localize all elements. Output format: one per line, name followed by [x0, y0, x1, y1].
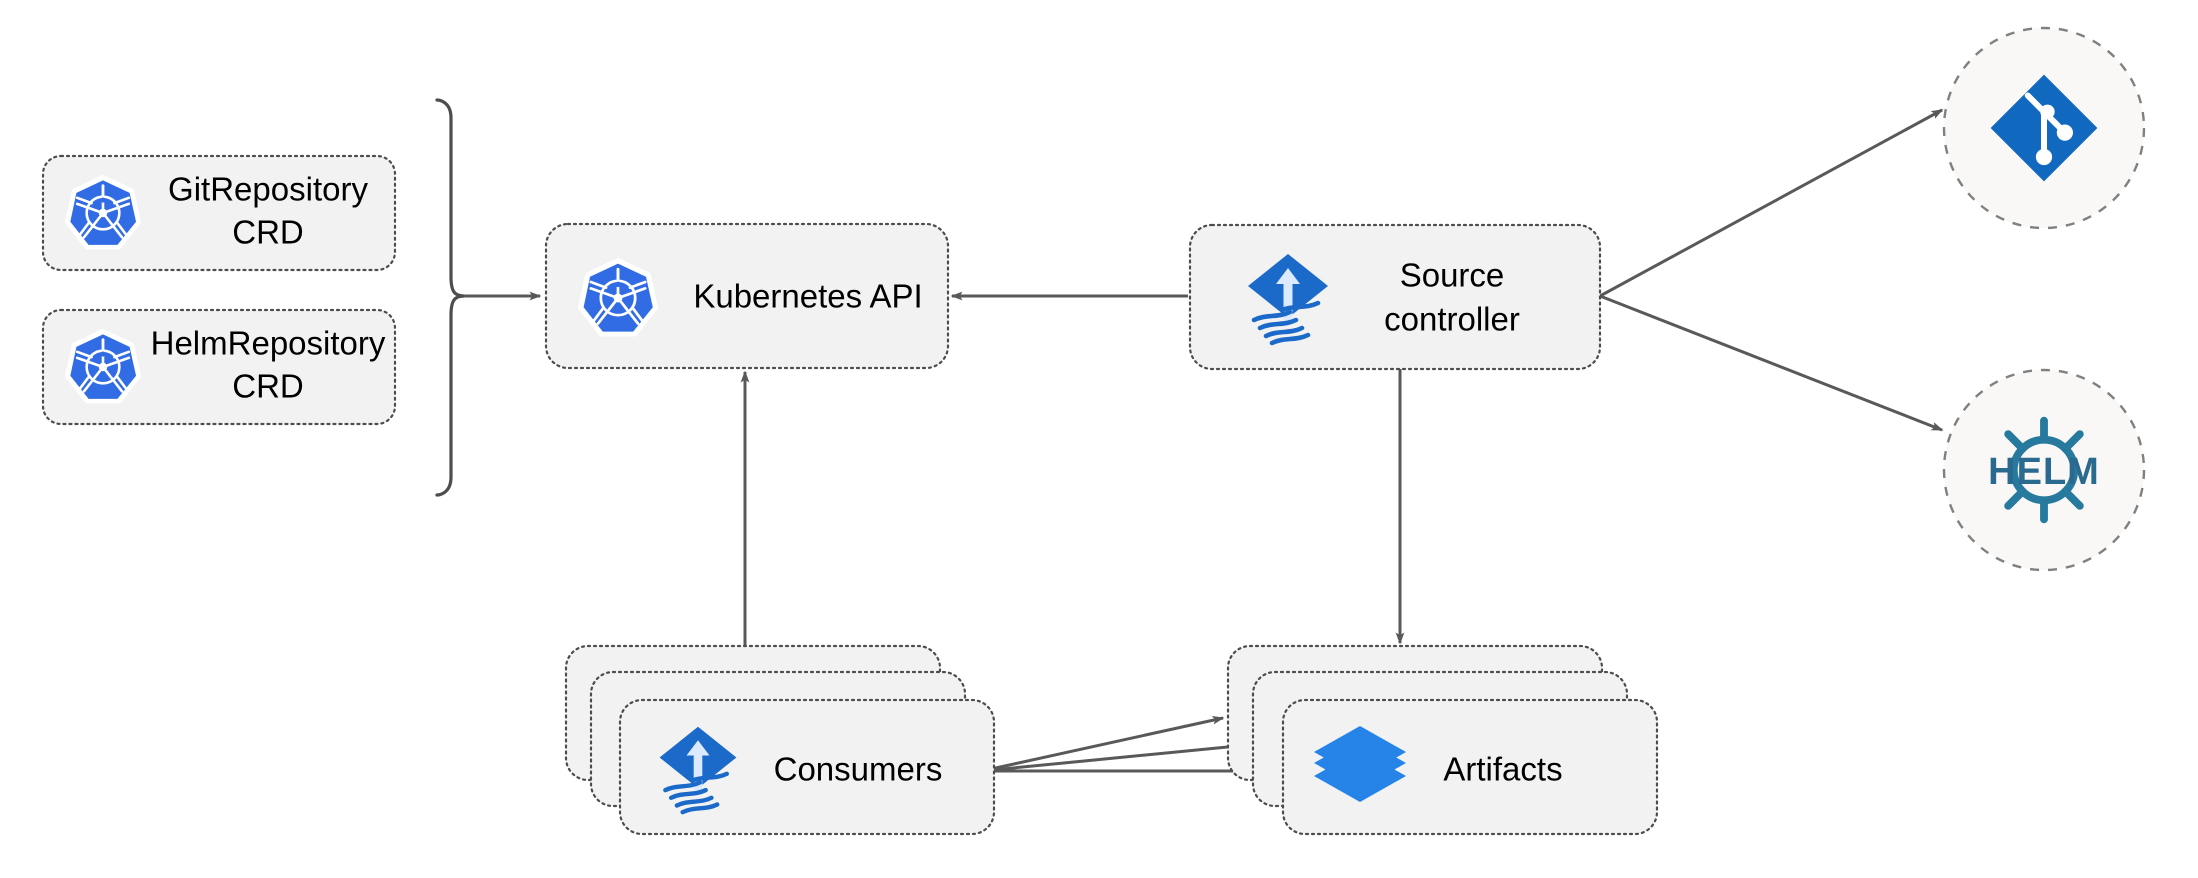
crd-group-brace: [435, 98, 465, 497]
edge-source-controller-to-helm-source: [1599, 294, 1944, 432]
artifacts-stack-front: [1281, 698, 1659, 836]
node-consumers[interactable]: Consumers: [564, 644, 996, 836]
source-controller-label-line2: controller: [1384, 301, 1520, 338]
helm-source-label: HELM: [1988, 451, 2100, 493]
helm-repository-crd-label-line2: CRD: [232, 368, 304, 405]
node-artifacts[interactable]: Artifacts: [1226, 644, 1659, 836]
edge-source-controller-to-git-source: [1599, 108, 1944, 298]
node-source-controller[interactable]: Source controller: [1188, 223, 1602, 371]
source-controller-label-line1: Source: [1400, 257, 1505, 294]
git-repository-crd-label-line1: GitRepository: [168, 171, 368, 208]
consumers-stack-front: [618, 698, 996, 836]
kubernetes-api-label: Kubernetes API: [693, 278, 922, 315]
node-kubernetes-api[interactable]: Kubernetes API: [544, 222, 950, 370]
node-helm-source[interactable]: HELM: [1942, 368, 2146, 572]
node-git-repository-crd[interactable]: GitRepository CRD: [41, 154, 397, 272]
consumers-label: Consumers: [774, 751, 943, 788]
artifacts-label: Artifacts: [1443, 751, 1562, 788]
git-repository-crd-label-line2: CRD: [232, 214, 304, 251]
node-helm-repository-crd[interactable]: HelmRepository CRD: [41, 308, 397, 426]
helm-repository-crd-label-line1: HelmRepository: [151, 325, 386, 362]
kubernetes-icon: [67, 177, 138, 247]
edge-consumers-to-artifacts-fan: [981, 715, 1280, 776]
kubernetes-icon: [580, 260, 655, 334]
node-git-source[interactable]: [1942, 26, 2146, 230]
kubernetes-icon: [67, 331, 138, 401]
